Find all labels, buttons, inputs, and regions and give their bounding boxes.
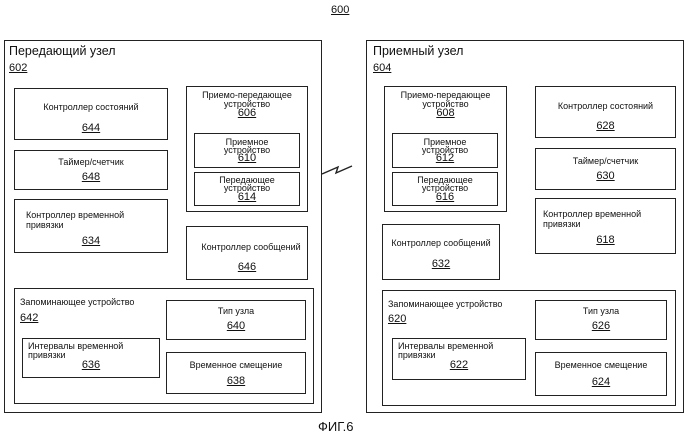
tx-time-offset-number: 638 bbox=[166, 375, 306, 387]
rx-state-controller-number: 628 bbox=[535, 120, 676, 132]
tx-time-offset-label: Временное смещение bbox=[166, 360, 306, 370]
rx-timer-label: Таймер/счетчик bbox=[535, 156, 676, 166]
rx-memory-label: Запоминающее устройство bbox=[388, 299, 502, 309]
tx-transmitter-number: 614 bbox=[194, 191, 300, 203]
rx-node-type-label: Тип узла bbox=[535, 306, 667, 316]
rx-timing-controller-label1: Контроллер временной bbox=[543, 209, 641, 219]
tx-time-offset bbox=[166, 352, 306, 394]
rx-node-type-number: 626 bbox=[535, 320, 667, 332]
rx-receiver-number: 612 bbox=[392, 152, 498, 164]
tx-node-title: Передающий узел bbox=[9, 46, 116, 56]
figure-number: 600 bbox=[331, 4, 349, 16]
rx-transceiver-number: 608 bbox=[384, 107, 507, 119]
rx-timing-controller-label2: привязки bbox=[543, 219, 581, 229]
rx-time-offset bbox=[535, 352, 667, 396]
tx-timing-controller-label1: Контроллер временной bbox=[26, 210, 124, 220]
rx-message-controller-number: 632 bbox=[382, 258, 500, 270]
rx-timer-number: 630 bbox=[535, 170, 676, 182]
rx-memory-number: 620 bbox=[388, 313, 406, 325]
rx-transmitter-number: 616 bbox=[392, 191, 498, 203]
tx-node-type-number: 640 bbox=[166, 320, 306, 332]
rx-timer bbox=[535, 148, 676, 190]
rx-node-title: Приемный узел bbox=[373, 46, 463, 56]
rx-time-offset-number: 624 bbox=[535, 376, 667, 388]
tx-timer-number: 648 bbox=[14, 171, 168, 183]
tx-state-controller-number: 644 bbox=[14, 122, 168, 134]
tx-node-type-label: Тип узла bbox=[166, 306, 306, 316]
tx-memory-label: Запоминающее устройство bbox=[20, 297, 134, 307]
rx-state-controller-label: Контроллер состояний bbox=[535, 101, 676, 111]
tx-message-controller-number: 646 bbox=[186, 261, 308, 273]
tx-state-controller-label: Контроллер состояний bbox=[14, 102, 168, 112]
rx-intervals-number: 622 bbox=[392, 359, 526, 371]
tx-message-controller-label: Контроллер сообщений bbox=[190, 242, 312, 252]
tx-node-number: 602 bbox=[9, 62, 27, 74]
rx-message-controller bbox=[382, 224, 500, 280]
rx-time-offset-label: Временное смещение bbox=[535, 360, 667, 370]
rx-message-controller-label: Контроллер сообщений bbox=[382, 238, 500, 248]
tx-transceiver-number: 606 bbox=[186, 107, 308, 119]
tx-memory-number: 642 bbox=[20, 312, 38, 324]
tx-timer bbox=[14, 150, 168, 190]
tx-timing-controller-label2: привязки bbox=[26, 220, 64, 230]
rx-timing-controller-number: 618 bbox=[535, 234, 676, 246]
tx-intervals-number: 636 bbox=[22, 359, 160, 371]
tx-timer-label: Таймер/счетчик bbox=[14, 157, 168, 167]
tx-receiver-number: 610 bbox=[194, 152, 300, 164]
rx-node-number: 604 bbox=[373, 62, 391, 74]
figure-caption: ФИГ.6 bbox=[318, 420, 354, 434]
tx-timing-controller-number: 634 bbox=[14, 235, 168, 247]
